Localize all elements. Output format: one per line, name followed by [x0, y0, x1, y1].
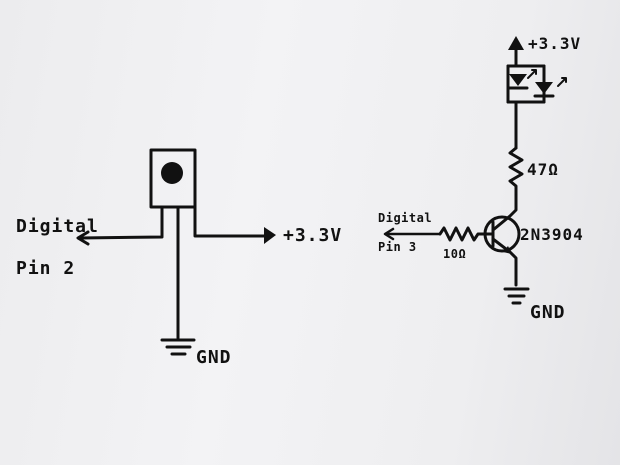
- digital-pin3-label-line2: Pin 3: [378, 240, 417, 254]
- resistor-47-icon: [508, 146, 524, 198]
- input-arrow-icon: [383, 227, 395, 241]
- signal-arrow-icon: [76, 230, 90, 246]
- left-supply-label: +3.3V: [283, 225, 343, 246]
- digital-pin3-label-line1: Digital: [378, 211, 433, 225]
- left-ground-label: GND: [196, 347, 232, 368]
- led-pair-icon: [506, 64, 567, 104]
- ground-symbol-icon: [503, 287, 530, 305]
- right-supply-label: +3.3V: [528, 34, 582, 53]
- ground-symbol-icon: [160, 338, 196, 356]
- right-ground-label: GND: [530, 302, 566, 323]
- supply-arrow-icon: [264, 227, 276, 244]
- ir-receiver-circuit: [76, 148, 276, 356]
- signal-wire: [78, 205, 164, 240]
- resistor-10-label: 10Ω: [443, 247, 467, 261]
- transistor-label: 2N3904: [520, 225, 584, 244]
- resistor-10-icon: [438, 226, 495, 242]
- digital-pin2-label-line2: Pin 2: [16, 258, 76, 279]
- ir-receiver-lens: [161, 162, 183, 184]
- supply-wire: [193, 205, 270, 238]
- ir-receiver-body: [149, 148, 197, 209]
- digital-pin2-label-line1: Digital: [16, 216, 99, 237]
- supply-arrow-icon: [508, 36, 524, 50]
- led-driver-circuit: [383, 36, 567, 305]
- resistor-47-label: 47Ω: [527, 160, 559, 179]
